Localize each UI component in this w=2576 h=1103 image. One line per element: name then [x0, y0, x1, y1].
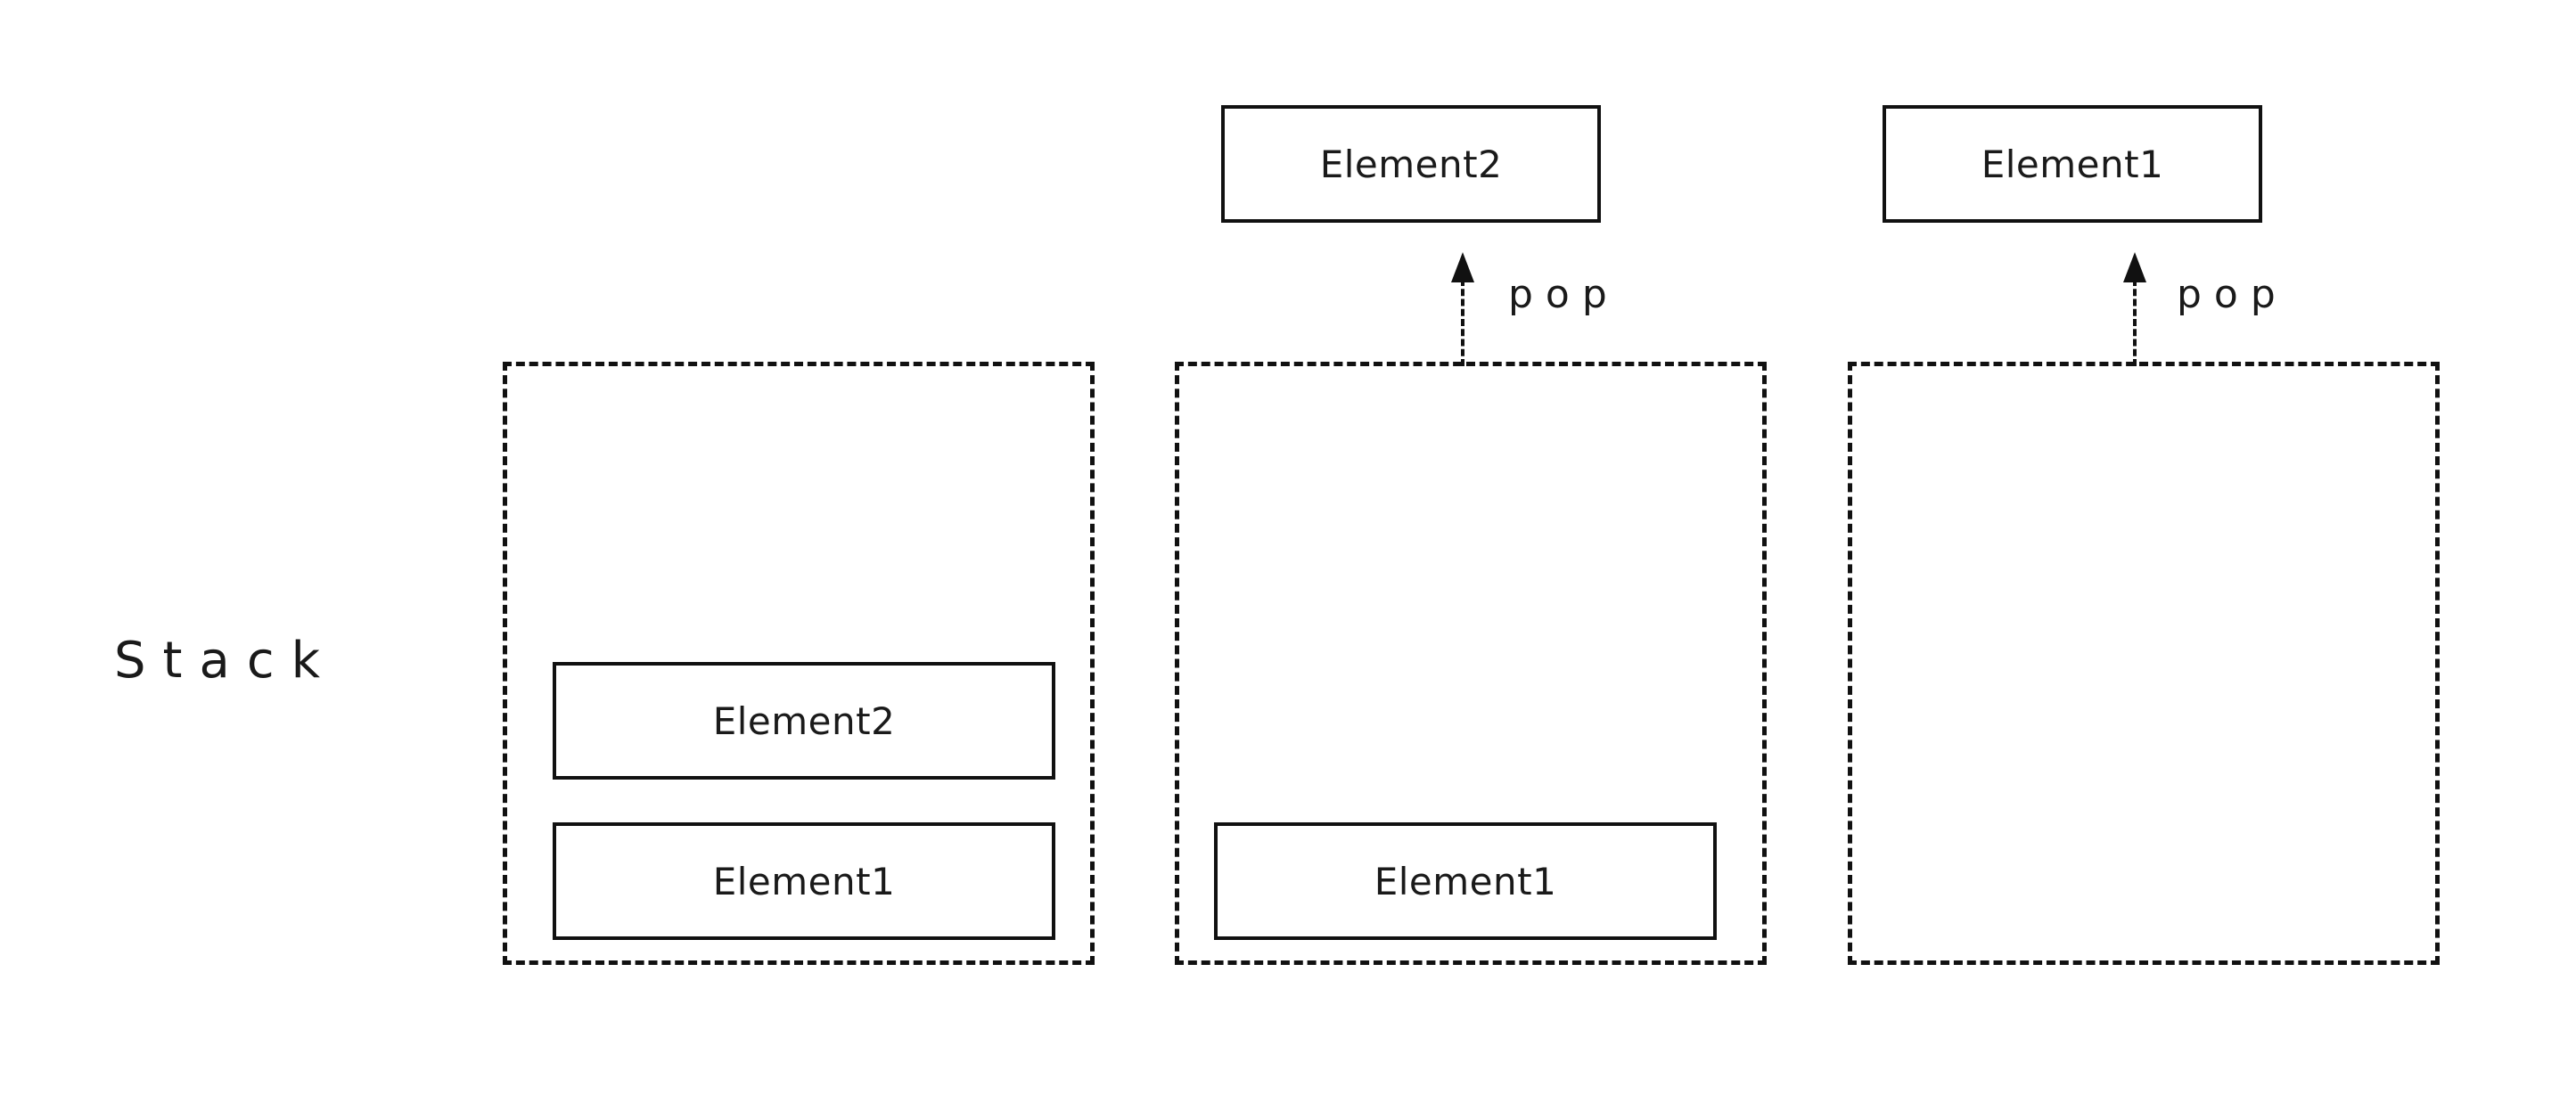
- pop-arrow-label-2: pop: [2177, 272, 2288, 317]
- pop-arrow-icon-2: [2123, 252, 2146, 366]
- arrowhead-up-icon: [2123, 252, 2146, 282]
- stack-container-1: [503, 362, 1095, 965]
- stack-container-2: [1175, 362, 1767, 965]
- arrowhead-up-icon: [1451, 252, 1474, 282]
- popped-element-box-2[interactable]: Element1: [1883, 105, 2262, 223]
- pop-arrow-icon-1: [1451, 252, 1474, 366]
- pop-arrow-label-1: pop: [1508, 272, 1620, 317]
- stack-item-bottom[interactable]: Element1: [553, 822, 1055, 940]
- popped-element-box-1[interactable]: Element2: [1221, 105, 1601, 223]
- stack-title-label: Stack: [114, 632, 338, 690]
- stack-item-remaining[interactable]: Element1: [1214, 822, 1717, 940]
- arrow-shaft-dashed: [2133, 279, 2137, 366]
- arrow-shaft-dashed: [1461, 279, 1464, 366]
- stack-item-top[interactable]: Element2: [553, 662, 1055, 780]
- stack-container-3-empty: [1848, 362, 2440, 965]
